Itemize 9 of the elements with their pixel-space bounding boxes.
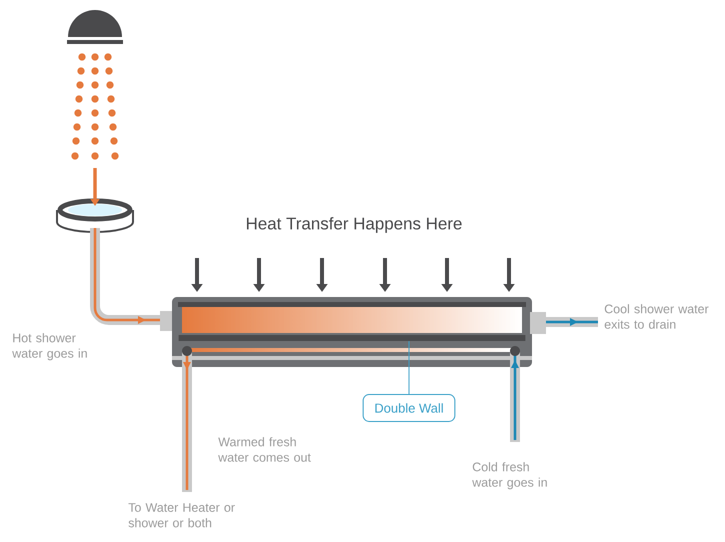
inner-wall <box>178 335 526 341</box>
callout-text: Cold fresh water goes in <box>472 462 547 490</box>
callout-text: Warmed fresh water comes out <box>218 437 311 462</box>
title: Heat Transfer Happens Here <box>246 217 462 233</box>
callout-text: To Water Heater or shower or both <box>128 503 235 528</box>
label-box: Double Wall <box>362 394 456 422</box>
callout-text: Cool shower water exits to drain <box>604 304 708 329</box>
callout-text: Hot shower water goes in <box>12 333 87 360</box>
leader-line <box>408 340 410 394</box>
